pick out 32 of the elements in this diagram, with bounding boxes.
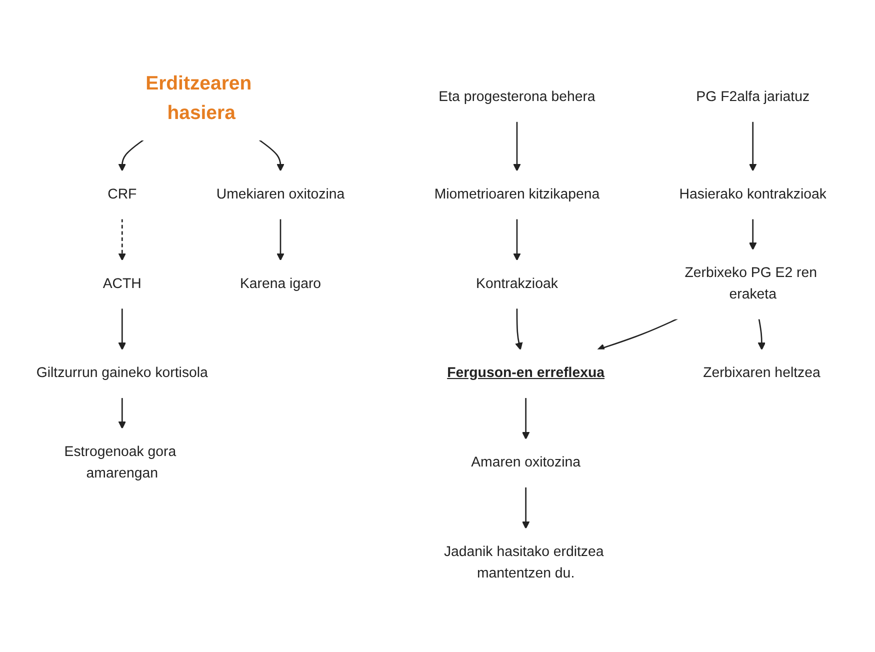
node-text: Giltzurrun gaineko kortisola [36, 365, 208, 380]
node-text: Zerbixaren heltzea [703, 365, 820, 380]
node-text: Amaren oxitozina [471, 454, 581, 470]
arrow [597, 318, 678, 351]
node-text: Umekiaren oxitozina [216, 186, 345, 202]
arrow [276, 218, 284, 260]
arrow [522, 486, 530, 529]
node-text: CRF [108, 186, 137, 202]
node-text: Estrogenoak gora amarengan [64, 444, 176, 480]
arrow [118, 218, 126, 260]
arrow [118, 397, 126, 429]
arrow [522, 397, 530, 440]
node-text: Ferguson-en erreflexua [447, 365, 605, 380]
node-text: Jadanik hasitako erditzea mantentzen du. [444, 544, 604, 580]
node-text: Zerbixeko PG E2 ren eraketa [684, 265, 818, 302]
node-text: PG F2alfa jariatuz [696, 89, 810, 104]
arrow [748, 218, 757, 250]
arrow [758, 318, 766, 350]
arrow [513, 218, 521, 260]
arrow [513, 121, 521, 172]
arrow [118, 308, 126, 350]
arrow [748, 121, 757, 172]
arrow [515, 308, 523, 350]
node-text: Hasierako kontrakzioak [679, 186, 826, 202]
arrow [258, 139, 284, 172]
node-text: Karena igaro [240, 276, 322, 292]
node-text: ACTH [102, 276, 142, 292]
node-text: Kontrakzioak [476, 276, 558, 292]
node-text: Erditzearen hasiera [146, 72, 252, 123]
node-text: Eta progesterona behera [438, 89, 596, 104]
node-text: Miometrioaren kitzikapena [434, 186, 600, 202]
arrow [118, 139, 144, 172]
